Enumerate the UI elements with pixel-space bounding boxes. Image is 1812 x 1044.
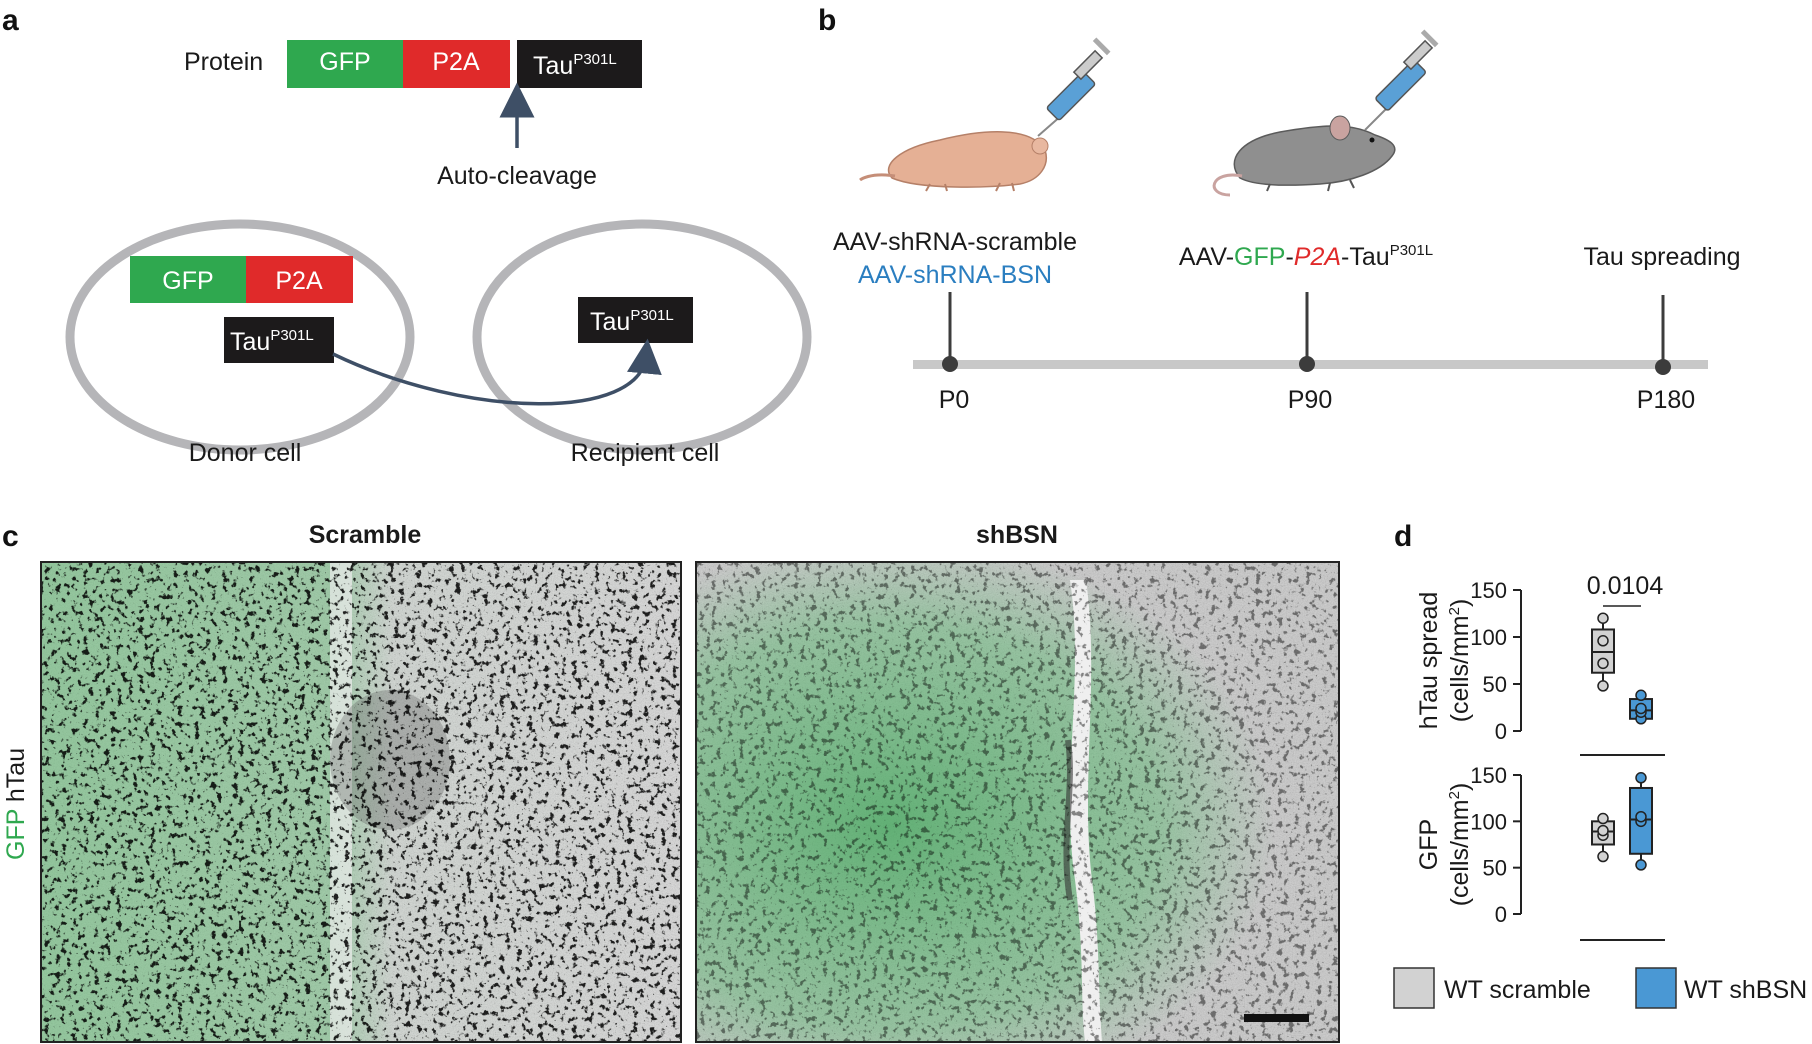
auto-cleavage-label: Auto-cleavage bbox=[437, 162, 597, 190]
adult-mouse-icon bbox=[1212, 115, 1396, 197]
htau-y-tick-label-150: 150 bbox=[1470, 578, 1507, 603]
micrograph-ylabel: GFP hTau bbox=[2, 748, 30, 860]
htau-y-tick-label-50: 50 bbox=[1483, 672, 1507, 697]
htau-scramble-point-1 bbox=[1597, 657, 1609, 670]
htau-ylabel-line1: hTau spread bbox=[1415, 592, 1443, 730]
recipient-cell-label: Recipient cell bbox=[571, 439, 720, 467]
scramble-title: Scramble bbox=[309, 521, 422, 549]
htau-scramble-point-3 bbox=[1597, 612, 1609, 624]
donor-p2a-segment bbox=[246, 256, 353, 303]
gfp-y-tick-label-0: 0 bbox=[1495, 902, 1507, 927]
p2a-segment-label: P2A bbox=[432, 48, 480, 76]
panel-label-a: a bbox=[2, 4, 19, 37]
timepoint-p90: P90 bbox=[1288, 386, 1332, 414]
gfp-ylabel-line2: (cells/mm2) bbox=[1446, 783, 1474, 907]
htau-shbsn-point-3 bbox=[1635, 689, 1647, 702]
p90-label: AAV-GFP-P2A-TauP301L bbox=[1179, 242, 1433, 271]
protein-label: Protein bbox=[184, 48, 263, 76]
timeline-dot-p0 bbox=[942, 356, 958, 372]
htau-scramble-point-0 bbox=[1597, 680, 1609, 692]
htau-shbsn-point-2 bbox=[1635, 702, 1647, 715]
panel-label-c: c bbox=[2, 520, 19, 553]
recipient-tau-segment bbox=[578, 297, 693, 343]
gfp-y-tick-label-150: 150 bbox=[1470, 763, 1507, 788]
gfp-shbsn-point-0 bbox=[1635, 859, 1647, 871]
shbsn-title: shBSN bbox=[976, 521, 1058, 549]
pup-mouse-icon bbox=[859, 131, 1049, 192]
legend-swatch-shbsn bbox=[1635, 967, 1677, 1009]
shbsn-frame bbox=[695, 561, 1340, 1043]
panel-label-b: b bbox=[818, 4, 836, 37]
syringe-icon-2 bbox=[1364, 29, 1439, 131]
gfp-shbsn-point-3 bbox=[1635, 772, 1647, 784]
p0-label-bsn: AAV-shRNA-BSN bbox=[858, 261, 1052, 289]
scramble-micrograph bbox=[41, 562, 681, 1042]
timepoint-p0: P0 bbox=[939, 386, 970, 414]
gfp-y-tick-label-100: 100 bbox=[1470, 809, 1507, 834]
gfp-segment bbox=[287, 40, 403, 88]
scale-bar bbox=[1244, 1014, 1309, 1022]
legend-swatch-scramble bbox=[1393, 967, 1435, 1009]
legend-label-scramble: WT scramble bbox=[1444, 976, 1591, 1004]
tau-segment-label: TauP301L bbox=[533, 51, 617, 80]
syringe-icon bbox=[1037, 37, 1111, 137]
tau-segment bbox=[517, 40, 642, 88]
gfp-scramble-point-0 bbox=[1597, 850, 1609, 863]
legend: WT scramble WT shBSN bbox=[1393, 967, 1807, 1009]
recipient-tau-label: TauP301L bbox=[590, 307, 674, 336]
transfer-arrow bbox=[332, 338, 662, 406]
gfp-scramble-point-2 bbox=[1597, 824, 1609, 837]
gfp-y-tick-label-50: 50 bbox=[1483, 856, 1507, 881]
legend-label-shbsn: WT shBSN bbox=[1684, 976, 1807, 1004]
shbsn-micrograph bbox=[696, 562, 1339, 1042]
p180-label: Tau spreading bbox=[1583, 243, 1740, 271]
timepoint-p180: P180 bbox=[1637, 386, 1695, 414]
donor-cell bbox=[65, 219, 415, 455]
htau-p-value: 0.0104 bbox=[1587, 572, 1664, 600]
donor-p2a-label: P2A bbox=[275, 267, 323, 295]
gfp-ylabel-line1: GFP bbox=[1415, 819, 1443, 870]
gfp-segment-label: GFP bbox=[319, 48, 370, 76]
recipient-cell bbox=[472, 219, 812, 455]
panel-label-d: d bbox=[1394, 520, 1412, 553]
gfp-scramble-point-3 bbox=[1597, 812, 1609, 825]
donor-gfp-label: GFP bbox=[162, 267, 213, 295]
p2a-segment bbox=[403, 40, 510, 88]
timeline-dot-p180 bbox=[1655, 359, 1671, 375]
donor-cell-label: Donor cell bbox=[189, 439, 302, 467]
p0-label-scramble: AAV-shRNA-scramble bbox=[833, 228, 1077, 256]
donor-tau-label: TauP301L bbox=[230, 327, 314, 356]
donor-gfp-segment bbox=[130, 256, 246, 303]
htau-y-tick-label-100: 100 bbox=[1470, 625, 1507, 650]
timeline-dot-p90 bbox=[1299, 356, 1315, 372]
gfp-shbsn-point-2 bbox=[1635, 810, 1647, 823]
donor-tau-segment bbox=[224, 317, 334, 363]
htau-y-tick-label-0: 0 bbox=[1495, 719, 1507, 744]
chart-htau: 0 50 100 150 hTau spread(cells/mm2) 0.0104 bbox=[1415, 572, 1665, 756]
htau-scramble-point-2 bbox=[1597, 635, 1609, 647]
htau-ylabel-line2: (cells/mm2) bbox=[1446, 599, 1474, 723]
scramble-frame bbox=[40, 561, 682, 1043]
